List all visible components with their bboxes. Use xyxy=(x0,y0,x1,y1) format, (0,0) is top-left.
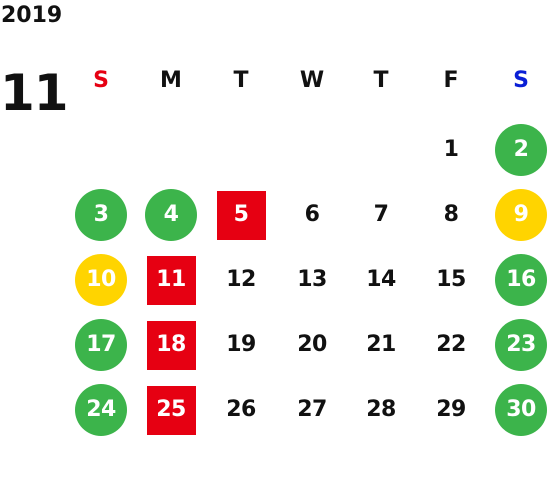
day-number: 14 xyxy=(366,267,396,292)
day-number: 29 xyxy=(436,397,466,422)
day-number: 9 xyxy=(495,189,547,241)
day-cell[interactable]: 9 xyxy=(491,185,548,245)
day-number: 17 xyxy=(75,319,127,371)
day-number: 22 xyxy=(436,332,466,357)
day-cell[interactable]: 13 xyxy=(282,250,342,310)
day-number: 25 xyxy=(146,385,196,435)
day-cell[interactable]: 29 xyxy=(421,380,481,440)
calendar-month: 11 xyxy=(0,64,69,122)
day-number: 4 xyxy=(145,189,197,241)
day-cell[interactable]: 22 xyxy=(421,315,481,375)
day-number: 11 xyxy=(146,255,196,305)
day-number: 18 xyxy=(146,320,196,370)
day-number: 1 xyxy=(443,137,459,162)
day-number: 23 xyxy=(495,319,547,371)
day-number: 15 xyxy=(436,267,466,292)
day-cell[interactable]: 1 xyxy=(421,120,481,180)
day-cell[interactable]: 24 xyxy=(71,380,131,440)
day-number: 20 xyxy=(297,332,327,357)
day-cell[interactable]: 21 xyxy=(351,315,411,375)
day-cell[interactable]: 4 xyxy=(141,185,201,245)
weekday-header: F xyxy=(443,68,459,93)
day-number: 12 xyxy=(226,267,256,292)
day-cell[interactable]: 12 xyxy=(211,250,271,310)
day-cell[interactable]: 2 xyxy=(491,120,548,180)
weekday-header: W xyxy=(299,68,325,93)
day-cell[interactable]: 23 xyxy=(491,315,548,375)
day-number: 30 xyxy=(495,384,547,436)
day-cell[interactable]: 8 xyxy=(421,185,481,245)
day-cell[interactable]: 30 xyxy=(491,380,548,440)
day-cell[interactable]: 3 xyxy=(71,185,131,245)
day-cell[interactable]: 11 xyxy=(141,250,201,310)
day-cell[interactable]: 18 xyxy=(141,315,201,375)
day-number: 5 xyxy=(216,190,266,240)
weekday-header: T xyxy=(233,68,249,93)
day-number: 10 xyxy=(75,254,127,306)
day-cell[interactable]: 19 xyxy=(211,315,271,375)
weekday-header: M xyxy=(160,68,182,93)
day-cell[interactable]: 6 xyxy=(282,185,342,245)
day-cell[interactable]: 10 xyxy=(71,250,131,310)
day-cell[interactable]: 14 xyxy=(351,250,411,310)
day-number: 26 xyxy=(226,397,256,422)
day-number: 28 xyxy=(366,397,396,422)
day-number: 6 xyxy=(304,202,320,227)
day-cell[interactable]: 5 xyxy=(211,185,271,245)
weekday-header: T xyxy=(373,68,389,93)
day-number: 21 xyxy=(366,332,396,357)
weekday-header: S xyxy=(93,68,109,93)
day-cell[interactable]: 15 xyxy=(421,250,481,310)
weekday-header: S xyxy=(513,68,529,93)
day-number: 7 xyxy=(373,202,389,227)
day-cell[interactable]: 25 xyxy=(141,380,201,440)
day-cell[interactable]: 28 xyxy=(351,380,411,440)
day-number: 24 xyxy=(75,384,127,436)
day-number: 16 xyxy=(495,254,547,306)
day-cell[interactable]: 16 xyxy=(491,250,548,310)
day-cell[interactable]: 20 xyxy=(282,315,342,375)
day-cell[interactable]: 26 xyxy=(211,380,271,440)
day-number: 19 xyxy=(226,332,256,357)
day-cell[interactable]: 17 xyxy=(71,315,131,375)
calendar-year: 2019 xyxy=(1,3,63,28)
day-number: 2 xyxy=(495,124,547,176)
day-cell[interactable]: 7 xyxy=(351,185,411,245)
day-number: 13 xyxy=(297,267,327,292)
day-number: 8 xyxy=(443,202,459,227)
day-cell[interactable]: 27 xyxy=(282,380,342,440)
day-number: 27 xyxy=(297,397,327,422)
day-number: 3 xyxy=(75,189,127,241)
